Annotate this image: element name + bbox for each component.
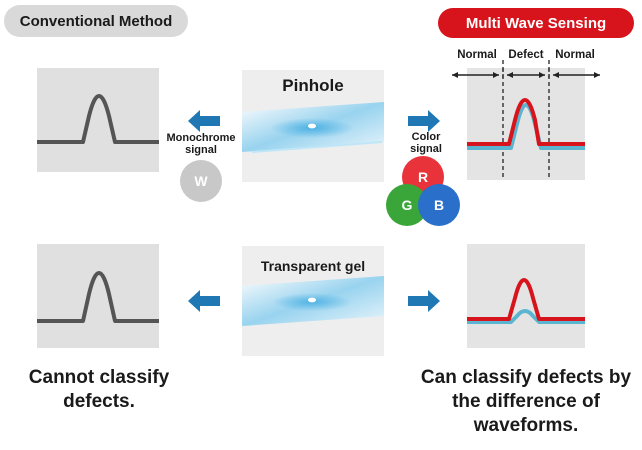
blue-channel-circle: B [418, 184, 460, 226]
zone-normal-right-label: Normal [555, 49, 595, 61]
arrow-right-icon [408, 290, 440, 312]
conventional-method-label: Conventional Method [4, 5, 188, 37]
pinhole-label: Pinhole [282, 76, 344, 95]
multiwave-caption: Can classify defects by the difference o… [420, 367, 632, 436]
pinhole-sample-image: Pinhole [242, 70, 384, 182]
transparent-gel-label: Transparent gel [260, 258, 366, 274]
arrow-left-icon [188, 290, 220, 312]
white-channel-circle: W [180, 160, 222, 202]
zone-normal-left-label: Normal [457, 49, 497, 61]
arrow-left-icon [188, 110, 220, 132]
multiwave-pinhole-waveform [467, 68, 585, 180]
conventional-caption: Cannot classify defects. [28, 367, 170, 412]
multiwave-gel-waveform [467, 244, 585, 348]
conventional-gel-waveform [37, 244, 159, 348]
transparent-gel-sample-image: Transparent gel [242, 246, 384, 356]
zone-defect-label: Defect [508, 49, 544, 61]
color-signal-label: Color signal [410, 131, 442, 155]
multi-wave-sensing-label: Multi Wave Sensing [438, 8, 634, 38]
zone-divider-arrows [452, 60, 600, 80]
arrow-right-icon [408, 110, 440, 132]
conventional-pinhole-waveform [37, 68, 159, 172]
monochrome-signal-label: Monochrome signal [166, 132, 236, 156]
